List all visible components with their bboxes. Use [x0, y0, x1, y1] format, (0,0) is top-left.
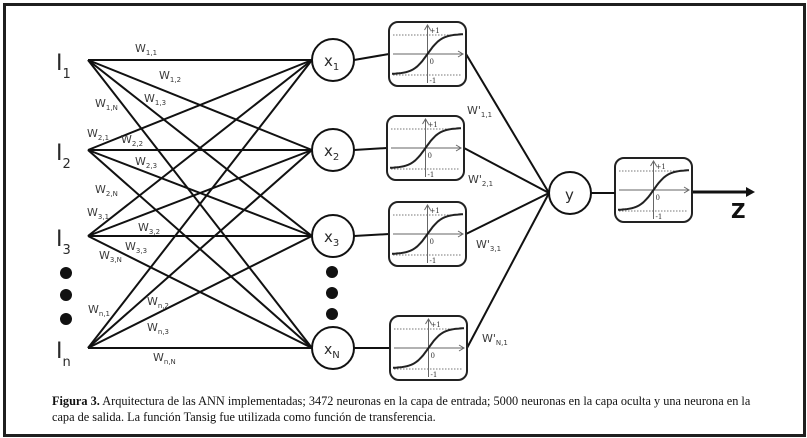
- weight-label: Wn,1: [88, 303, 110, 318]
- weight-label: W1,3: [144, 92, 166, 107]
- hidden-node-3: x3: [311, 214, 355, 258]
- weight-label: W'N,1: [482, 332, 508, 347]
- weight-label: W1,2: [159, 69, 181, 84]
- svg-text:-1: -1: [428, 171, 435, 179]
- ellipsis-dot: [326, 287, 338, 299]
- tansig-curve: [392, 213, 463, 255]
- svg-text:y: y: [565, 186, 574, 204]
- ellipsis-dot: [326, 266, 338, 278]
- output-label-z: Z: [731, 199, 746, 223]
- svg-text:-1: -1: [431, 371, 438, 379]
- svg-text:+1: +1: [428, 121, 438, 129]
- transfer-box-hidden-2: +1 0 -1: [386, 115, 465, 181]
- transfer-box-hidden-1: +1 0 -1: [388, 21, 467, 87]
- connection-h1-y: [465, 53, 550, 194]
- tansig-curve: [390, 127, 461, 169]
- hidden-node-n: xN: [311, 326, 355, 370]
- connection-i4-h2: [87, 149, 313, 349]
- weight-label: W3,1: [87, 206, 109, 221]
- output-arrow: Z: [693, 187, 755, 223]
- weight-label: W3,3: [125, 240, 147, 255]
- hidden-node-2: x2: [311, 128, 355, 172]
- hidden-output-connections: [353, 53, 550, 349]
- svg-text:-1: -1: [656, 213, 663, 221]
- input-node-3: I3: [56, 227, 71, 258]
- weight-label: Wn,2: [147, 295, 169, 310]
- weight-label: W2,N: [95, 183, 118, 198]
- weight-labels-input-hidden: W1,1 W1,2 W1,3 W1,N W2,1 W2,2 W2,3 W2,N …: [87, 42, 181, 366]
- weight-label: Wn,N: [153, 351, 176, 366]
- connection-i4-h3: [87, 235, 313, 349]
- weight-label: W2,1: [87, 127, 109, 142]
- weight-label: W3,N: [99, 249, 122, 264]
- svg-text:x2: x2: [324, 142, 339, 163]
- weight-label: W2,3: [135, 155, 157, 170]
- connection-h4-y: [466, 192, 550, 349]
- svg-text:0: 0: [430, 238, 434, 246]
- weight-label: W2,2: [121, 133, 143, 148]
- ellipsis-dot: [60, 267, 72, 279]
- svg-text:0: 0: [430, 58, 434, 66]
- svg-text:0: 0: [656, 194, 660, 202]
- figure-caption: Figura 3. Arquitectura de las ANN implem…: [52, 393, 772, 425]
- tansig-curve: [618, 169, 689, 211]
- svg-text:xN: xN: [324, 342, 340, 361]
- caption-text: Arquitectura de las ANN implementadas; 3…: [52, 394, 751, 424]
- connection-i3-h2: [87, 149, 313, 237]
- ellipsis-dot: [326, 308, 338, 320]
- connection-h3-y: [465, 192, 550, 235]
- tansig-curve: [393, 327, 464, 369]
- weight-label: W3,2: [138, 221, 160, 236]
- tansig-curve: [392, 33, 463, 75]
- output-node: y: [548, 171, 615, 215]
- hidden-node-1: x1: [311, 38, 355, 82]
- weight-label: W'2,1: [468, 173, 493, 188]
- input-layer: I1 I2 I3 In: [56, 51, 72, 370]
- input-node-1: I1: [56, 51, 71, 82]
- svg-text:+1: +1: [430, 27, 440, 35]
- connection-h2-y: [463, 147, 550, 194]
- svg-text:-1: -1: [430, 257, 437, 265]
- svg-text:+1: +1: [430, 207, 440, 215]
- svg-text:-1: -1: [430, 77, 437, 85]
- svg-text:0: 0: [431, 352, 435, 360]
- svg-text:+1: +1: [431, 321, 441, 329]
- weight-labels-hidden-output: W'1,1 W'2,1 W'3,1 W'N,1: [467, 104, 508, 347]
- transfer-box-hidden-3: +1 0 -1: [388, 201, 467, 267]
- ellipsis-dot: [60, 289, 72, 301]
- transfer-function-boxes: +1 0 -1 +1 0 -1 +1 0 -1 +1 0 -1 +1 0 -1: [386, 21, 693, 381]
- hidden-layer: x1 x2 x3 xN: [311, 38, 355, 370]
- svg-text:x1: x1: [324, 52, 339, 73]
- svg-text:0: 0: [428, 152, 432, 160]
- input-node-n: In: [56, 339, 71, 370]
- weight-label: W'3,1: [476, 238, 501, 253]
- ellipsis-dot: [60, 313, 72, 325]
- transfer-box-hidden-4: +1 0 -1: [389, 315, 468, 381]
- svg-text:+1: +1: [656, 163, 666, 171]
- input-node-2: I2: [56, 141, 71, 172]
- connection-i3-h1: [87, 59, 313, 237]
- connection-i4-h1: [87, 59, 313, 349]
- weight-label: W1,N: [95, 97, 118, 112]
- caption-label: Figura 3.: [52, 394, 100, 408]
- connection-i2-h1: [87, 59, 313, 151]
- weight-label: W'1,1: [467, 104, 492, 119]
- weight-label: W1,1: [135, 42, 157, 57]
- svg-text:x3: x3: [324, 228, 339, 249]
- input-hidden-connections: [87, 59, 313, 349]
- transfer-box-output: +1 0 -1: [614, 157, 693, 223]
- weight-label: Wn,3: [147, 321, 169, 336]
